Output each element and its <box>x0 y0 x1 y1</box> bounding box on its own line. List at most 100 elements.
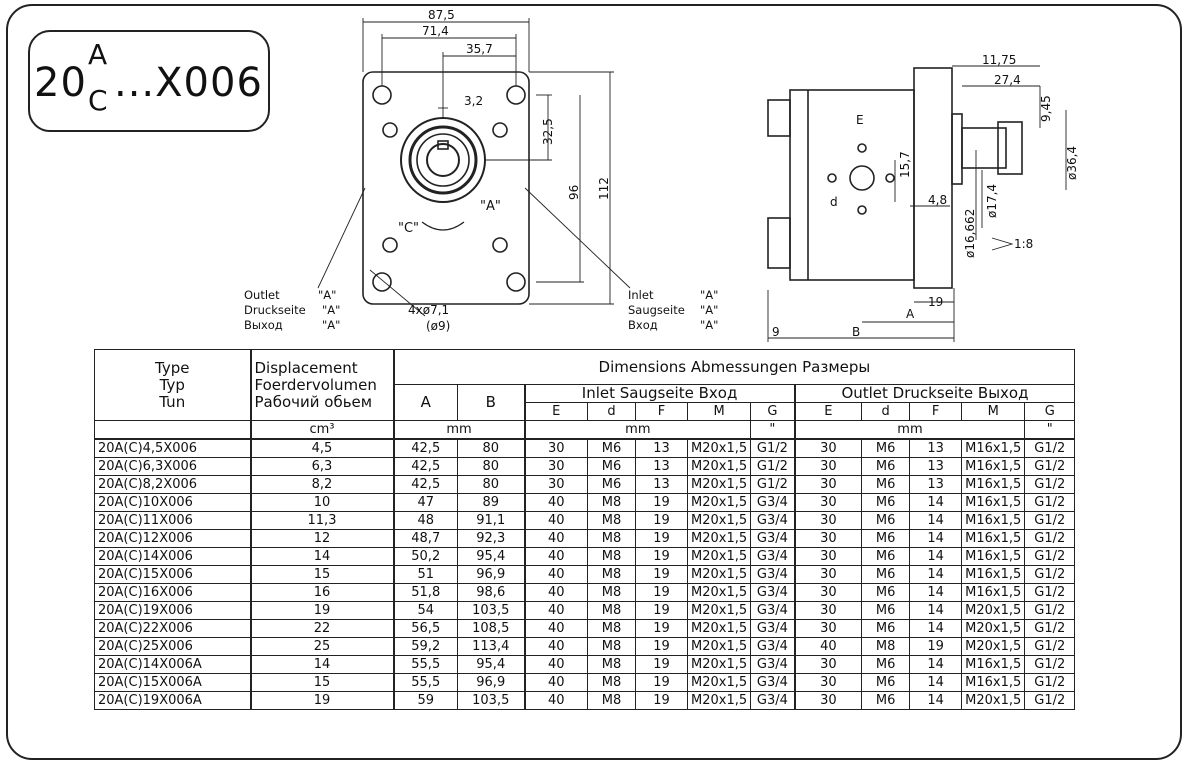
cell-outlet-f: 14 <box>909 511 963 530</box>
port-hole <box>382 237 398 253</box>
flange-step <box>951 113 963 185</box>
cell-outlet-g: G1/2 <box>1024 475 1076 494</box>
cell-outlet-f: 13 <box>909 438 963 458</box>
cell-displacement: 8,2 <box>250 475 395 494</box>
cell-dim-a: 59 <box>393 691 458 710</box>
cell-inlet-d: M6 <box>587 475 636 494</box>
bolt-hole <box>372 85 392 105</box>
cell-inlet-e: 40 <box>524 529 588 548</box>
cell-outlet-m: M16x1,5 <box>961 475 1026 494</box>
cell-inlet-f: 19 <box>635 583 688 602</box>
cell-type: 20A(C)25X006 <box>94 637 252 656</box>
cell-inlet-g: G3/4 <box>750 547 796 566</box>
shaft-nut <box>997 121 1023 175</box>
cell-outlet-e: 30 <box>794 529 863 548</box>
cell-dim-b: 80 <box>457 457 526 476</box>
cell-dim-a: 54 <box>393 601 458 620</box>
header-inlet-f: F <box>635 402 688 421</box>
cell-outlet-m: M16x1,5 <box>961 511 1026 530</box>
cell-inlet-e: 40 <box>524 583 588 602</box>
cell-inlet-f: 13 <box>635 457 688 476</box>
inlet-mark: "A" <box>700 303 718 317</box>
cell-inlet-g: G1/2 <box>750 457 796 476</box>
cell-displacement: 14 <box>250 655 395 674</box>
cell-outlet-g: G1/2 <box>1024 511 1076 530</box>
outlet-de: Druckseite <box>244 303 306 317</box>
cell-outlet-m: M16x1,5 <box>961 547 1026 566</box>
cell-outlet-g: G1/2 <box>1024 457 1076 476</box>
cell-inlet-f: 19 <box>635 547 688 566</box>
dim-height-overall: 112 <box>597 177 611 200</box>
cell-inlet-f: 19 <box>635 691 688 710</box>
drawing-frame <box>6 4 1182 760</box>
cell-inlet-e: 40 <box>524 673 588 692</box>
dim-a: A <box>906 307 915 321</box>
cell-dim-a: 56,5 <box>393 619 458 638</box>
dim-e: E <box>856 113 864 127</box>
cell-inlet-f: 19 <box>635 529 688 548</box>
cell-inlet-e: 40 <box>524 511 588 530</box>
cell-inlet-d: M8 <box>587 529 636 548</box>
cell-inlet-d: M6 <box>587 457 636 476</box>
outlet-en: Outlet <box>244 288 280 302</box>
cell-dim-b: 96,9 <box>457 673 526 692</box>
cell-inlet-e: 40 <box>524 637 588 656</box>
cell-type: 20A(C)22X006 <box>94 619 252 638</box>
model-code-box: 20 A C ...X006 <box>28 30 270 132</box>
cell-inlet-m: M20x1,5 <box>686 438 752 458</box>
cell-outlet-g: G1/2 <box>1024 691 1076 710</box>
port-hole <box>382 122 398 138</box>
cell-outlet-e: 30 <box>794 565 863 584</box>
unit-inch-inlet: " <box>750 420 796 440</box>
inlet-ru: Вход <box>628 318 658 332</box>
cell-inlet-m: M20x1,5 <box>686 637 752 656</box>
dim-27-4: 27,4 <box>994 73 1021 87</box>
cell-inlet-d: M8 <box>587 619 636 638</box>
cell-type: 20A(C)19X006 <box>94 601 252 620</box>
cell-outlet-m: M16x1,5 <box>961 673 1026 692</box>
cell-outlet-g: G1/2 <box>1024 655 1076 674</box>
cell-outlet-d: M6 <box>861 673 911 692</box>
cell-outlet-f: 19 <box>909 637 963 656</box>
cell-outlet-d: M6 <box>861 475 911 494</box>
header-outlet: Outlet Druckseite Выход <box>794 384 1076 403</box>
cell-outlet-e: 40 <box>794 637 863 656</box>
hub-outer <box>400 117 486 203</box>
dim-width-overall: 87,5 <box>428 8 455 22</box>
port-center <box>849 165 875 191</box>
cell-dim-b: 98,6 <box>457 583 526 602</box>
dim-15-7: 15,7 <box>898 151 912 178</box>
cell-dim-a: 51,8 <box>393 583 458 602</box>
cell-type: 20A(C)15X006 <box>94 565 252 584</box>
cell-displacement: 14 <box>250 547 395 566</box>
cell-inlet-g: G3/4 <box>750 691 796 710</box>
rotation-c-label: "C" <box>398 221 419 236</box>
cell-dim-a: 48,7 <box>393 529 458 548</box>
cell-displacement: 15 <box>250 565 395 584</box>
cell-inlet-d: M8 <box>587 691 636 710</box>
dim-17-4: ø17,4 <box>985 184 999 218</box>
cell-inlet-f: 19 <box>635 511 688 530</box>
unit-mm-inlet: mm <box>523 420 752 440</box>
cell-inlet-e: 30 <box>524 475 588 494</box>
cell-inlet-e: 40 <box>524 691 588 710</box>
cell-inlet-e: 40 <box>524 655 588 674</box>
front-view-drawing: 87,5 71,4 35,7 3,2 32,5 96 112 "A" "C" 4… <box>244 8 718 333</box>
cell-displacement: 16 <box>250 583 395 602</box>
shaft <box>426 143 460 177</box>
cell-inlet-d: M8 <box>587 583 636 602</box>
bolt-hole <box>506 85 526 105</box>
cell-outlet-f: 14 <box>909 691 963 710</box>
cell-outlet-d: M8 <box>861 637 911 656</box>
cell-outlet-d: M6 <box>861 655 911 674</box>
hub-ring-inner <box>416 133 470 187</box>
cell-inlet-e: 40 <box>524 547 588 566</box>
cell-outlet-e: 30 <box>794 583 863 602</box>
cell-inlet-m: M20x1,5 <box>686 655 752 674</box>
cell-inlet-g: G3/4 <box>750 601 796 620</box>
cell-dim-a: 47 <box>393 493 458 512</box>
